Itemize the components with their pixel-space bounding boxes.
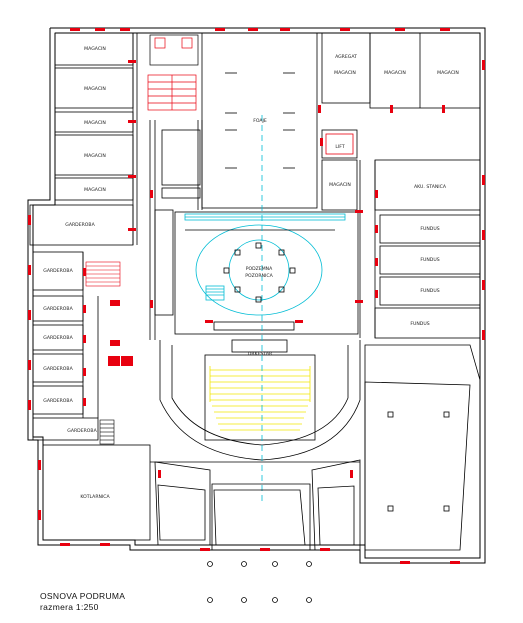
label-garderoba-4: GARDEROBA [43, 335, 73, 341]
label-lift: LIFT [335, 144, 344, 150]
foyer [201, 32, 318, 209]
label-garderoba-5: GARDEROBA [43, 366, 73, 372]
label-fundus-1: FUNDUS [420, 226, 439, 232]
seating-rows [209, 366, 311, 431]
label-magacin-7: MAGACIN [334, 70, 356, 76]
site-markers [207, 561, 312, 603]
plan-scale: razmera 1:250 [40, 602, 99, 612]
label-magacin-5: MAGACIN [84, 187, 106, 193]
label-magacin-9: MAGACIN [437, 70, 459, 76]
label-pozornica: POZORNICA [245, 273, 273, 279]
label-kotlarnica: KOTLARNICA [80, 494, 110, 500]
label-magacin-4: MAGACIN [84, 153, 106, 159]
openings [28, 28, 485, 564]
label-orkestar: ORKESTAR [248, 351, 273, 357]
boiler-room [42, 444, 151, 541]
lower-right-room [364, 344, 481, 559]
left-storage-rooms [29, 32, 138, 246]
plan-title: OSNOVA PODRUMA [40, 591, 126, 601]
right-top-rooms [321, 32, 481, 339]
label-magacin-6: MAGACIN [329, 182, 351, 188]
dressing-rooms [32, 251, 99, 441]
label-garderoba-2: GARDEROBA [43, 268, 73, 274]
label-magacin-8: MAGACIN [384, 70, 406, 76]
label-garderoba-7: GARDEROBA [67, 428, 97, 434]
label-magacin-1: MAGACIN [84, 46, 106, 52]
room-labels: MAGACIN MAGACIN MAGACIN MAGACIN MAGACIN … [43, 46, 459, 500]
label-garderoba-1: GARDEROBA [65, 222, 95, 228]
underground-stage [174, 211, 359, 335]
label-fundus-4: FUNDUS [410, 321, 429, 327]
label-garderoba-6: GARDEROBA [43, 398, 73, 404]
label-foaje: FOAJE [253, 118, 267, 124]
label-aku-stanica: AKU. STANICA [414, 184, 447, 190]
label-magacin-3: MAGACIN [84, 120, 106, 126]
label-podzemna: PODZEMNA [246, 266, 273, 272]
label-garderoba-3: GARDEROBA [43, 306, 73, 312]
label-fundus-2: FUNDUS [420, 257, 439, 263]
upper-stair-core [147, 34, 199, 111]
label-agregat: AGREGAT [335, 54, 357, 60]
lower-middle-rooms [150, 459, 361, 551]
label-magacin-2: MAGACIN [84, 86, 106, 92]
left-stairs [85, 261, 121, 445]
label-fundus-3: FUNDUS [420, 288, 439, 294]
